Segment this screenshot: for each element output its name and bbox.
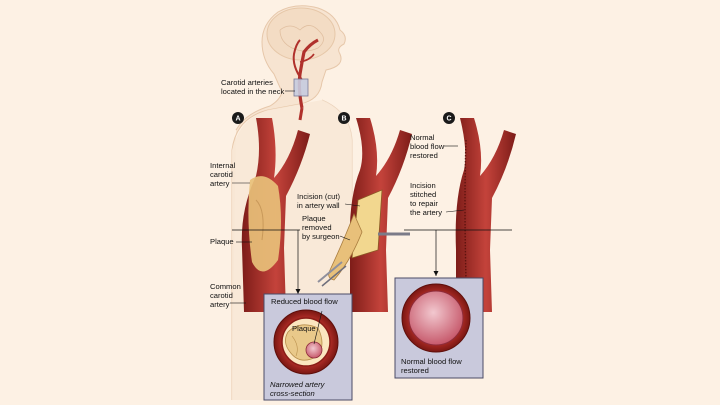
panel-reduced-flow: Reduced blood flow Plaque Narrowed arter… <box>263 293 353 401</box>
normal-caption-2: restored <box>401 366 429 375</box>
badge-b: B <box>338 112 350 124</box>
reduced-caption-1: Narrowed artery <box>270 380 326 389</box>
reduced-caption-2: cross-section <box>270 389 315 398</box>
label-incision-stitched-4: the artery <box>410 208 442 217</box>
label-incision-cut-2: in artery wall <box>297 201 340 210</box>
label-carotid-neck-line2: located in the neck <box>221 87 285 96</box>
badge-a: A <box>232 112 244 124</box>
label-common-3: artery <box>210 300 230 309</box>
label-plaque-removed-1: Plaque <box>302 214 326 223</box>
neck-artery <box>292 38 319 121</box>
label-normal-flow-top-1: Normal <box>410 133 435 142</box>
reduced-plaque-label: Plaque <box>292 324 316 333</box>
label-incision-stitched-2: stitched <box>410 190 436 199</box>
badge-c: C <box>443 112 455 124</box>
label-incision-cut-1: Incision (cut) <box>297 192 341 201</box>
label-incision-stitched-3: to repair <box>410 199 438 208</box>
plaque-deposit <box>248 176 281 272</box>
svg-text:B: B <box>342 116 347 123</box>
label-plaque-removed-3: by surgeon <box>302 232 340 241</box>
label-internal-3: artery <box>210 179 230 188</box>
label-common-2: carotid <box>210 291 233 300</box>
label-normal-flow-top-3: restored <box>410 151 438 160</box>
label-common-1: Common <box>210 282 241 291</box>
brain <box>266 7 336 61</box>
reduced-title: Reduced blood flow <box>271 297 338 306</box>
label-internal-2: carotid <box>210 170 233 179</box>
label-plaque: Plaque <box>210 237 234 246</box>
svg-text:C: C <box>447 116 452 123</box>
svg-text:A: A <box>236 116 241 123</box>
neck-highlight-box <box>293 78 309 97</box>
label-plaque-removed-2: removed <box>302 223 332 232</box>
plaque-removed-strip <box>328 212 363 281</box>
label-normal-flow-top-2: blood flow <box>410 142 445 151</box>
artery-c <box>455 118 516 312</box>
artery-a <box>241 118 310 312</box>
label-carotid-neck-line1: Carotid arteries <box>221 78 273 87</box>
panel-normal-flow: Normal blood flow restored <box>394 277 484 379</box>
label-incision-stitched-1: Incision <box>410 181 436 190</box>
label-internal-1: Internal <box>210 161 236 170</box>
normal-caption-1: Normal blood flow <box>401 357 462 366</box>
artery-b <box>317 118 412 312</box>
surgical-forceps <box>317 261 343 283</box>
